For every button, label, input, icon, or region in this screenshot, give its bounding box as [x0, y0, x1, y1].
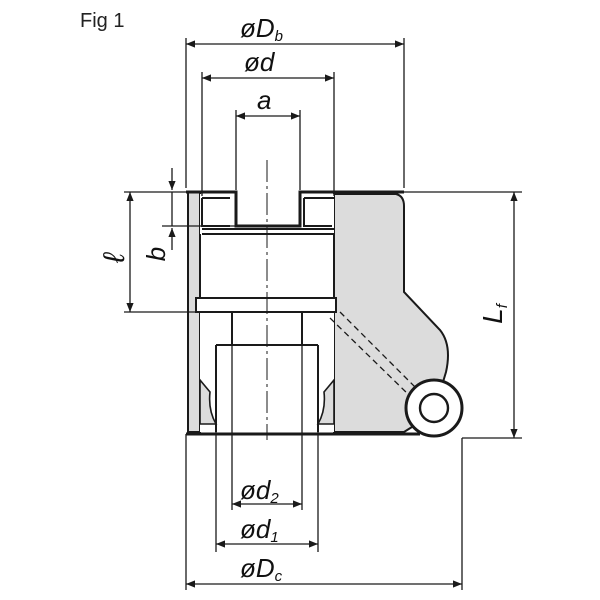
round-insert — [404, 378, 464, 438]
dim-b: b — [141, 247, 171, 261]
shoulder-plate — [195, 297, 337, 313]
dim-l: ℓ — [98, 252, 131, 264]
dim-d2: ød2 — [240, 475, 279, 507]
top-face — [186, 190, 404, 228]
figure-label: Fig 1 — [80, 10, 125, 32]
dim-d1: ød1 — [240, 514, 279, 546]
dim-Lf: Lf — [477, 302, 511, 324]
dim-d: ød — [244, 47, 276, 77]
coolant-hole — [329, 311, 417, 397]
dim-Dc: øDc — [240, 553, 283, 585]
body-right-section — [333, 193, 449, 433]
dimension-lines — [124, 38, 522, 590]
dim-Db: øDb — [240, 13, 283, 45]
dim-a: a — [257, 85, 271, 115]
